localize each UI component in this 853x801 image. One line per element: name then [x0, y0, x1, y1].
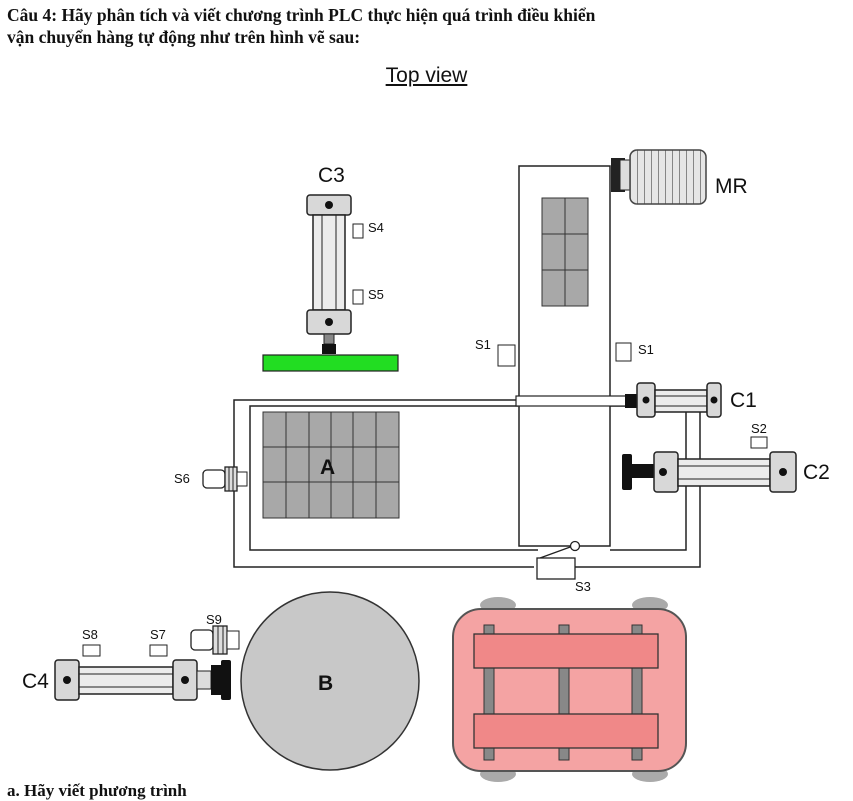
sensor-s3: S3 — [536, 540, 591, 594]
sensor-s5: S5 — [352, 287, 384, 305]
view-title: Top view — [385, 64, 468, 87]
area-b-label: B — [318, 672, 333, 695]
sensor-s9: S9 — [190, 612, 240, 655]
cylinder-c4: C4 — [22, 659, 231, 701]
sensor-s4: S4 — [352, 220, 384, 239]
c1-label: C1 — [730, 389, 757, 412]
cylinder-c2: C2 — [622, 451, 830, 493]
svg-text:S3: S3 — [575, 579, 591, 594]
sensor-s7: S7 — [149, 627, 168, 657]
svg-text:S5: S5 — [368, 287, 384, 302]
sensor-s6: S6 — [174, 466, 248, 492]
svg-text:S4: S4 — [368, 220, 384, 235]
package-vertical — [541, 197, 589, 307]
svg-text:S1: S1 — [638, 342, 654, 357]
question-text: Câu 4: Hãy phân tích và viết chương trìn… — [7, 4, 853, 48]
svg-text:S8: S8 — [82, 627, 98, 642]
sensor-s8: S8 — [82, 627, 101, 657]
svg-text:S7: S7 — [150, 627, 166, 642]
svg-text:S9: S9 — [206, 612, 222, 627]
pusher-plate-c3 — [262, 354, 399, 372]
table-b: B — [240, 591, 420, 771]
cylinder-c3: C3 — [262, 164, 399, 372]
cylinder-c1: C1 — [625, 382, 757, 418]
mr-label: MR — [715, 175, 748, 198]
svg-text:S6: S6 — [174, 471, 190, 486]
question-line-1: Câu 4: Hãy phân tích và viết chương trìn… — [7, 5, 596, 25]
c2-label: C2 — [803, 461, 830, 484]
svg-text:S2: S2 — [751, 421, 767, 436]
sensor-s1-right: S1 — [615, 342, 654, 362]
sensor-s1-left: S1 — [475, 337, 516, 367]
bottom-text: a. Hãy viết phương trình — [7, 781, 187, 800]
motor-mr: MR — [611, 149, 748, 205]
question-line-2: vận chuyển hàng tự động như trên hình vẽ… — [7, 27, 361, 47]
svg-text:S1: S1 — [475, 337, 491, 352]
package-area-a: A — [262, 411, 400, 519]
sensor-s2: S2 — [750, 421, 768, 449]
cart — [452, 597, 687, 782]
area-a-label: A — [320, 456, 335, 479]
c3-label: C3 — [318, 164, 345, 187]
c4-label: C4 — [22, 670, 49, 693]
transfer-rod — [515, 395, 629, 407]
